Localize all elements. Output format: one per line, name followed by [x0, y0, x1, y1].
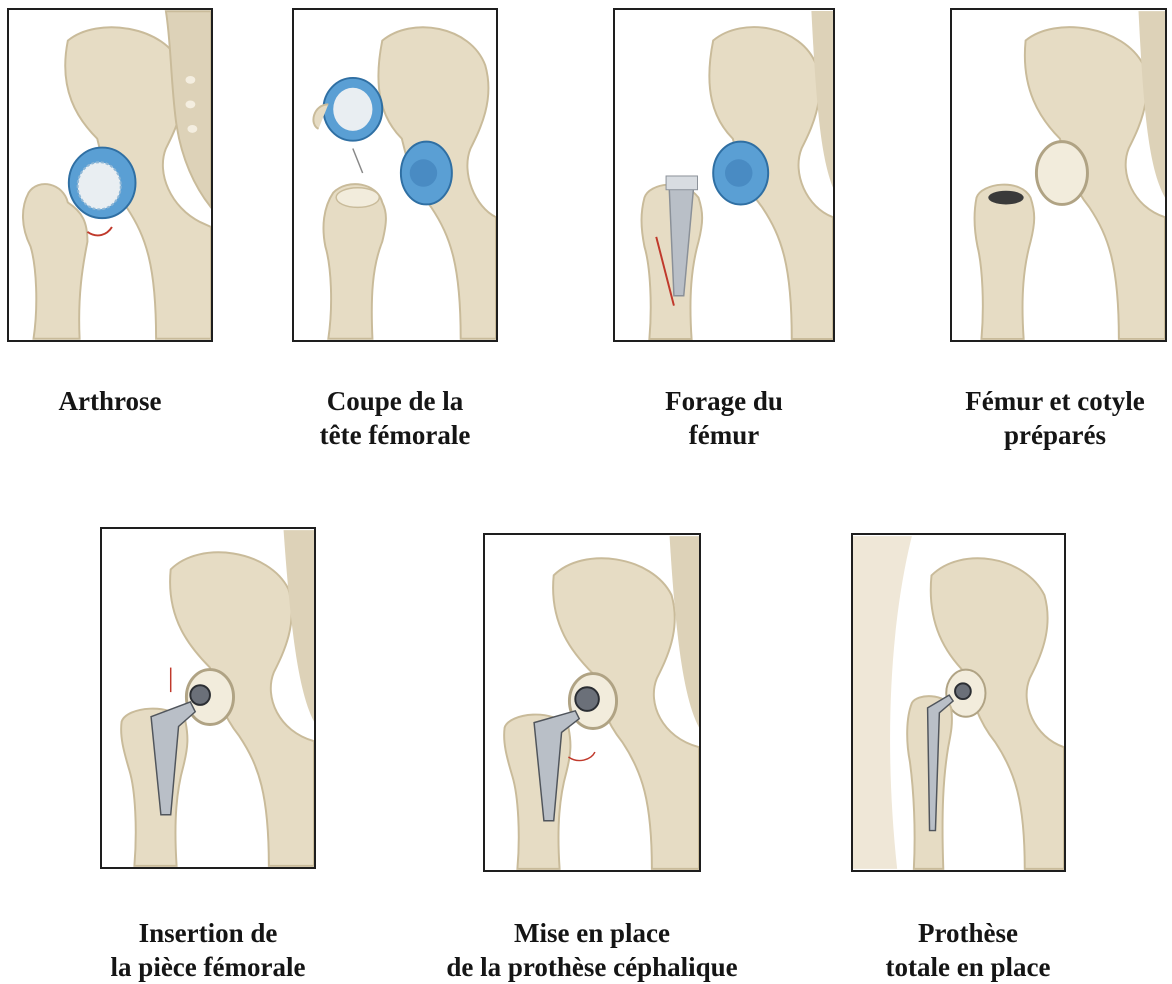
femoral-head-cut-illustration: [294, 10, 496, 340]
caption-coupe: Coupe de la tête fémorale: [262, 384, 528, 452]
panel-forage: [613, 8, 835, 342]
caption-totale: Prothèse totale en place: [858, 916, 1078, 984]
caption-line: totale en place: [858, 950, 1078, 984]
caption-line: tête fémorale: [262, 418, 528, 452]
caption-line: Forage du: [593, 384, 855, 418]
caption-forage: Forage du fémur: [593, 384, 855, 452]
caption-line: Prothèse: [858, 916, 1078, 950]
caption-line: Insertion de: [83, 916, 333, 950]
caption-line: Coupe de la: [262, 384, 528, 418]
total-prosthesis-illustration: [853, 535, 1064, 870]
caption-prepares: Fémur et cotyle préparés: [930, 384, 1172, 452]
panel-arthrose: [7, 8, 213, 342]
femoral-component-insertion-illustration: [102, 529, 314, 867]
caption-line: Arthrose: [7, 384, 213, 418]
caption-insertion: Insertion de la pièce fémorale: [83, 916, 333, 984]
panel-coupe: [292, 8, 498, 342]
caption-cephalique: Mise en place de la prothèse céphalique: [422, 916, 762, 984]
caption-line: de la prothèse céphalique: [422, 950, 762, 984]
panel-prepares: [950, 8, 1167, 342]
panel-totale: [851, 533, 1066, 872]
caption-arthrose: Arthrose: [7, 384, 213, 418]
hip-arthrosis-illustration: [9, 10, 211, 340]
caption-line: fémur: [593, 418, 855, 452]
femur-drilling-illustration: [615, 10, 833, 340]
caption-line: préparés: [930, 418, 1172, 452]
panel-insertion: [100, 527, 316, 869]
caption-line: Fémur et cotyle: [930, 384, 1172, 418]
prepared-femur-acetabulum-illustration: [952, 10, 1165, 340]
panel-cephalique: [483, 533, 701, 872]
femoral-head-placement-illustration: [485, 535, 699, 870]
caption-line: Mise en place: [422, 916, 762, 950]
caption-line: la pièce fémorale: [83, 950, 333, 984]
